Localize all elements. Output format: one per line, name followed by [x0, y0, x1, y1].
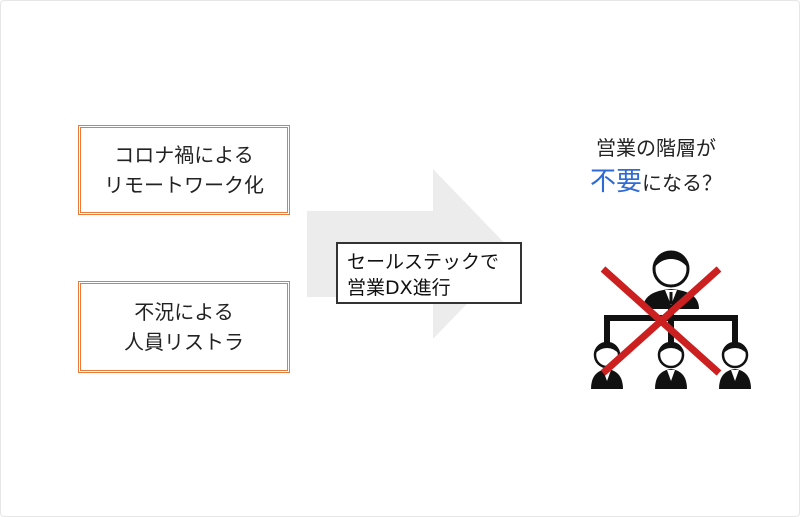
question-accent: 不要	[589, 167, 642, 197]
question-text: 営業の階層が 不要になる？	[561, 133, 751, 200]
cause-box-remote-work: コロナ禍による リモートワーク化	[78, 125, 290, 215]
person-icon-bottom-center	[655, 341, 687, 389]
cause-1-line-2: リモートワーク化	[104, 173, 264, 197]
cross-mark-icon	[600, 266, 722, 376]
dx-line-1: セールステックで	[347, 251, 500, 273]
cause-box-restructuring: 不況による 人員リストラ	[78, 281, 290, 373]
person-icon-top	[643, 250, 699, 309]
person-icon-bottom-right	[719, 341, 751, 389]
dx-box: セールステックで 営業DX進行	[336, 242, 522, 304]
cause-1-line-1: コロナ禍による	[114, 143, 254, 167]
org-chart-icon	[591, 250, 751, 389]
cause-2-line-2: 人員リストラ	[124, 330, 244, 354]
question-line-2: 不要になる？	[561, 165, 751, 200]
dx-line-2: 営業DX進行	[347, 277, 451, 299]
question-rest: になる？	[642, 171, 722, 195]
cause-2-line-1: 不況による	[134, 300, 234, 324]
question-line-1: 営業の階層が	[596, 136, 716, 160]
